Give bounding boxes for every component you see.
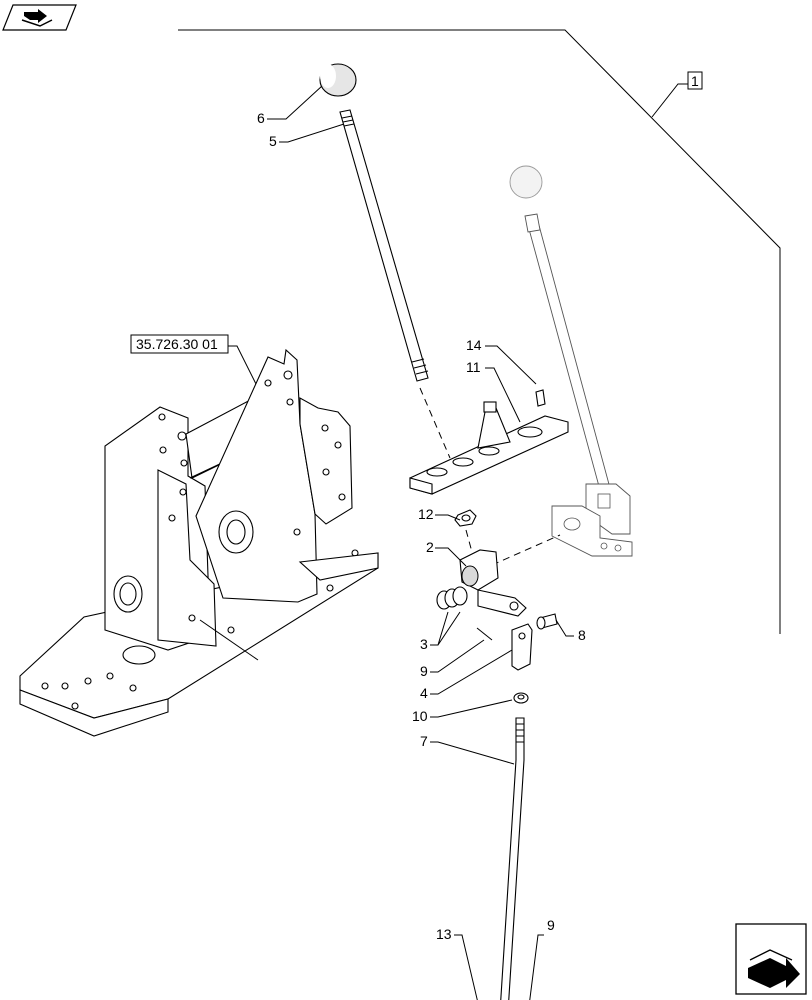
callout-1: 1 bbox=[651, 71, 703, 118]
cross-reference-box[interactable]: 35.726.30 01 bbox=[130, 334, 259, 389]
callout-9-bottom: 9 bbox=[547, 917, 555, 933]
part-screw bbox=[535, 389, 546, 407]
part-clevis-pin bbox=[536, 613, 558, 630]
part-pivot-block bbox=[459, 549, 527, 617]
part-gate-plate bbox=[409, 401, 569, 495]
callout-8: 8 bbox=[578, 627, 586, 643]
part-split-pin bbox=[476, 627, 493, 641]
callout-10: 10 bbox=[412, 708, 428, 724]
part-lever-rod bbox=[339, 109, 429, 382]
next-page-arrow-icon[interactable] bbox=[735, 923, 807, 995]
cross-reference-label: 35.726.30 01 bbox=[136, 336, 218, 352]
callout-3: 3 bbox=[420, 636, 428, 652]
part-clevis bbox=[511, 623, 533, 671]
callout-6: 6 bbox=[257, 110, 265, 126]
callout-7: 7 bbox=[420, 733, 428, 749]
callout-5: 5 bbox=[269, 133, 277, 149]
callout-label-1: 1 bbox=[691, 73, 699, 89]
callout-12: 12 bbox=[418, 506, 434, 522]
part-knob bbox=[319, 63, 357, 97]
callout-4: 4 bbox=[420, 685, 428, 701]
callout-9: 9 bbox=[420, 663, 428, 679]
callout-13: 13 bbox=[436, 926, 452, 942]
part-lock-nut bbox=[513, 692, 529, 704]
callout-14: 14 bbox=[466, 337, 482, 353]
part-nut bbox=[454, 509, 477, 527]
assembly-bracket bbox=[178, 29, 781, 634]
callout-2: 2 bbox=[426, 539, 434, 555]
callout-11: 11 bbox=[466, 359, 481, 375]
reference-lever-assembly bbox=[509, 165, 633, 557]
part-link-rod bbox=[500, 717, 525, 1000]
binder-arrow-icon[interactable] bbox=[2, 4, 77, 31]
support-frame bbox=[19, 348, 379, 737]
part-spring-washer bbox=[436, 586, 468, 610]
